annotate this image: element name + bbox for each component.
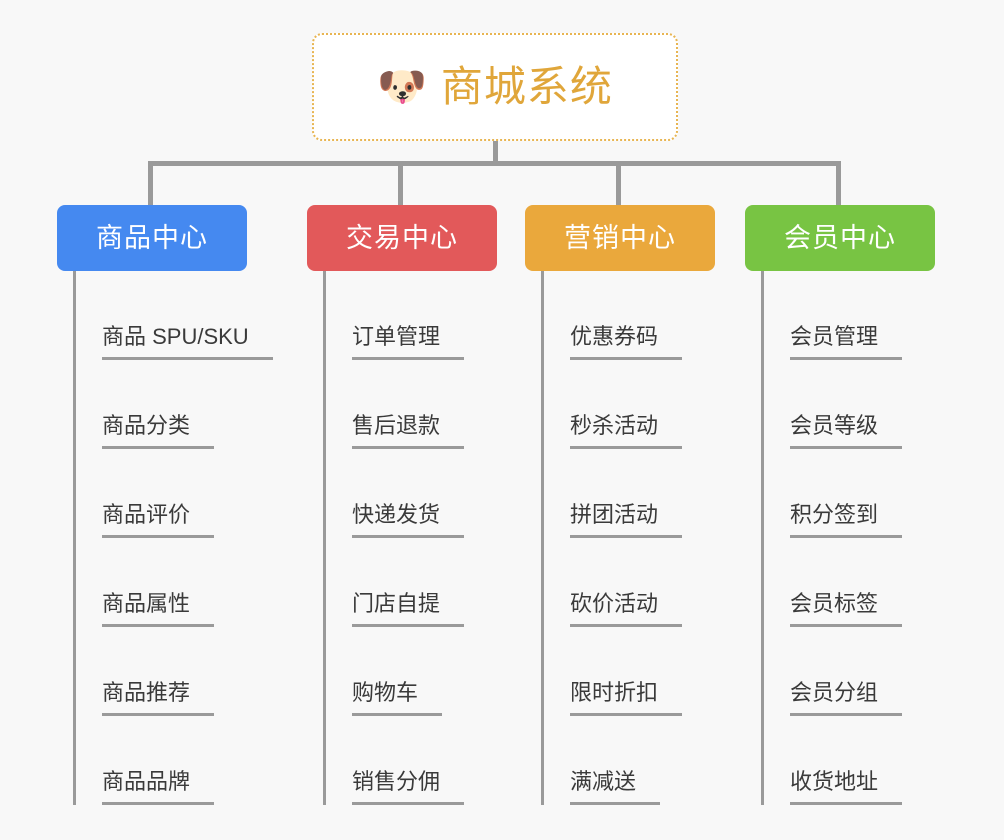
category-header-label: 交易中心	[346, 222, 458, 253]
leaf-list-product-center: 商品 SPU/SKU 商品分类 商品评价 商品属性 商品推荐 商品品牌	[73, 271, 273, 805]
leaf-item[interactable]: 会员等级	[764, 360, 935, 449]
leaf-item[interactable]: 商品 SPU/SKU	[76, 271, 273, 360]
leaf-item[interactable]: 商品属性	[76, 538, 247, 627]
leaf-item-label: 积分签到	[790, 504, 903, 538]
leaf-item[interactable]: 拼团活动	[544, 449, 715, 538]
leaf-item-label: 会员分组	[790, 682, 903, 716]
category-header-label: 营销中心	[564, 222, 676, 253]
category-header-product-center[interactable]: 商品中心	[57, 205, 247, 271]
category-header-marketing-center[interactable]: 营销中心	[525, 205, 715, 271]
leaf-item-label: 售后退款	[352, 415, 465, 449]
leaf-item-label: 商品 SPU/SKU	[102, 326, 273, 360]
leaf-item[interactable]: 优惠券码	[544, 271, 715, 360]
leaf-item-label: 会员管理	[790, 326, 903, 360]
leaf-item-label: 商品推荐	[102, 682, 215, 716]
bus-drop-connector-3	[836, 161, 841, 207]
leaf-item[interactable]: 会员管理	[764, 271, 935, 360]
leaf-item[interactable]: 会员分组	[764, 627, 935, 716]
leaf-item-label: 商品分类	[102, 415, 215, 449]
leaf-item[interactable]: 商品评价	[76, 449, 247, 538]
category-header-label: 会员中心	[784, 222, 896, 253]
leaf-item[interactable]: 积分签到	[764, 449, 935, 538]
bus-drop-connector-2	[616, 161, 621, 207]
leaf-item[interactable]: 售后退款	[326, 360, 497, 449]
leaf-item-label: 会员等级	[790, 415, 903, 449]
category-header-label: 商品中心	[96, 222, 208, 253]
leaf-item-label: 拼团活动	[570, 504, 683, 538]
leaf-item[interactable]: 快递发货	[326, 449, 497, 538]
root-node-shop-system[interactable]: 🐶 商城系统	[312, 33, 678, 141]
branch-column-trade-center: 交易中心 订单管理 售后退款 快递发货 门店自提 购物车 销售分佣	[307, 205, 497, 805]
leaf-item[interactable]: 满减送	[544, 716, 715, 805]
leaf-item-label: 商品品牌	[102, 771, 215, 805]
bus-drop-connector-1	[398, 161, 403, 207]
leaf-item-label: 满减送	[570, 771, 661, 805]
leaf-item[interactable]: 限时折扣	[544, 627, 715, 716]
bus-drop-connector-0	[148, 161, 153, 207]
shiba-dog-icon: 🐶	[377, 65, 427, 109]
leaf-item-label: 快递发货	[352, 504, 465, 538]
leaf-item[interactable]: 商品推荐	[76, 627, 247, 716]
category-header-trade-center[interactable]: 交易中心	[307, 205, 497, 271]
leaf-item-label: 门店自提	[352, 593, 465, 627]
trunk-connector-vertical	[493, 141, 498, 165]
leaf-item[interactable]: 订单管理	[326, 271, 497, 360]
leaf-item[interactable]: 秒杀活动	[544, 360, 715, 449]
leaf-list-trade-center: 订单管理 售后退款 快递发货 门店自提 购物车 销售分佣	[323, 271, 497, 805]
leaf-item-label: 商品属性	[102, 593, 215, 627]
root-node-title: 商城系统	[440, 63, 613, 110]
leaf-item[interactable]: 砍价活动	[544, 538, 715, 627]
leaf-item[interactable]: 会员标签	[764, 538, 935, 627]
leaf-list-member-center: 会员管理 会员等级 积分签到 会员标签 会员分组 收货地址	[761, 271, 935, 805]
leaf-item[interactable]: 商品品牌	[76, 716, 247, 805]
leaf-item-label: 订单管理	[352, 326, 465, 360]
bus-connector-horizontal	[148, 161, 841, 166]
leaf-item[interactable]: 购物车	[326, 627, 497, 716]
leaf-list-marketing-center: 优惠券码 秒杀活动 拼团活动 砍价活动 限时折扣 满减送	[541, 271, 715, 805]
leaf-item[interactable]: 商品分类	[76, 360, 247, 449]
leaf-item-label: 秒杀活动	[570, 415, 683, 449]
leaf-item-label: 商品评价	[102, 504, 215, 538]
leaf-item[interactable]: 收货地址	[764, 716, 935, 805]
leaf-item[interactable]: 门店自提	[326, 538, 497, 627]
category-header-member-center[interactable]: 会员中心	[745, 205, 935, 271]
leaf-item-label: 砍价活动	[570, 593, 683, 627]
leaf-item-label: 限时折扣	[570, 682, 683, 716]
leaf-item-label: 收货地址	[790, 771, 903, 805]
leaf-item-label: 优惠券码	[570, 326, 683, 360]
leaf-item[interactable]: 销售分佣	[326, 716, 497, 805]
branch-column-product-center: 商品中心 商品 SPU/SKU 商品分类 商品评价 商品属性 商品推荐 商品品牌	[57, 205, 273, 805]
leaf-item-label: 会员标签	[790, 593, 903, 627]
leaf-item-label: 购物车	[352, 682, 443, 716]
leaf-item-label: 销售分佣	[352, 771, 465, 805]
branch-column-marketing-center: 营销中心 优惠券码 秒杀活动 拼团活动 砍价活动 限时折扣 满减送	[525, 205, 715, 805]
branch-column-member-center: 会员中心 会员管理 会员等级 积分签到 会员标签 会员分组 收货地址	[745, 205, 935, 805]
